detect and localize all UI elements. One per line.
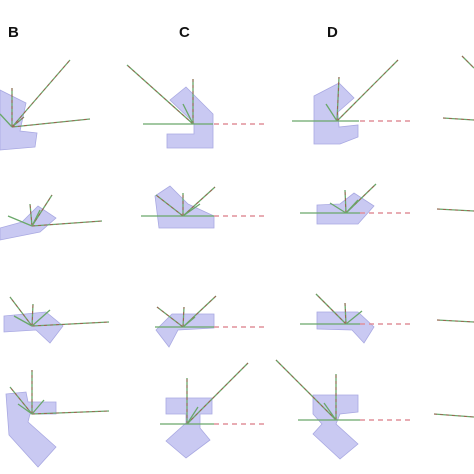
vector-rays	[9, 370, 110, 415]
cell-d-row3	[300, 293, 412, 344]
cell-c-row4	[160, 362, 264, 459]
cell-d-row4	[275, 359, 410, 460]
cell-d-row1	[292, 59, 413, 145]
vector-rays	[275, 359, 410, 421]
cell-e-row2	[436, 208, 474, 212]
cell-b-row1	[0, 59, 91, 151]
posture-shape	[316, 311, 375, 344]
posture-shape	[154, 185, 215, 229]
vector-rays	[160, 362, 264, 425]
cell-c-row1	[126, 64, 267, 149]
posture-shape	[312, 394, 359, 460]
vector-rays	[155, 295, 264, 328]
panel-label-c: C	[179, 24, 190, 41]
vector-rays	[300, 183, 412, 214]
cell-c-row2	[141, 185, 264, 229]
cell-e-row1	[442, 55, 474, 121]
vector-rays	[7, 194, 103, 227]
cell-b-row4	[5, 370, 110, 468]
vector-rays	[0, 59, 91, 128]
posture-shape	[5, 391, 57, 468]
cell-d-row2	[300, 183, 412, 225]
vector-rays	[292, 59, 413, 122]
posture-shape	[0, 205, 57, 241]
posture-shape	[3, 311, 64, 344]
cell-e-row4	[433, 413, 474, 418]
vector-rays	[141, 186, 264, 217]
cell-b-row3	[3, 296, 110, 344]
cell-e-row3	[436, 319, 474, 323]
vector-rays	[300, 293, 412, 325]
posture-shape	[155, 313, 215, 348]
cell-b-row2	[0, 194, 103, 241]
panel-label-d: D	[327, 24, 338, 41]
panel-label-b: B	[8, 24, 19, 41]
vector-rays	[126, 64, 267, 125]
cell-c-row3	[155, 295, 264, 348]
posture-shape	[313, 82, 359, 145]
posture-shape	[165, 397, 213, 459]
vector-rays	[9, 296, 110, 327]
